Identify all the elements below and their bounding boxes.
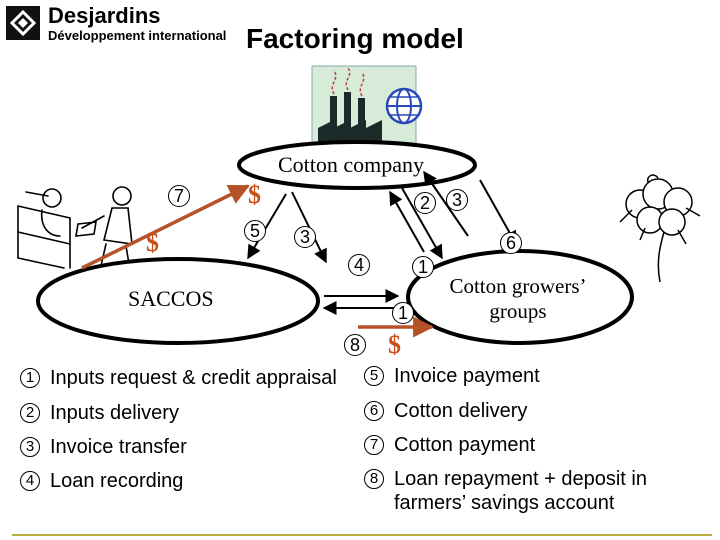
legend-item: 8 Loan repayment + deposit in farmers’ s…: [364, 467, 694, 515]
desjardins-logo-icon: [6, 6, 40, 40]
legend-item: 2 Inputs delivery: [20, 401, 350, 425]
company-label: Cotton company: [278, 152, 425, 177]
dollar-sign-saccos: $: [388, 330, 401, 359]
inputs-request-arrow: [389, 190, 425, 253]
step-marker: 4: [348, 254, 370, 276]
saccos-ellipse: [36, 257, 320, 345]
cotton-payment-arrow: [81, 184, 250, 270]
invoice-payment-arrow: [247, 193, 287, 260]
legend-item: 7 Cotton payment: [364, 433, 694, 457]
footer-accent-line: [12, 534, 712, 536]
page-title: Factoring model: [246, 23, 464, 54]
growers-ellipse: [406, 249, 634, 345]
legend-right: 5 Invoice payment 6 Cotton delivery 7 Co…: [364, 364, 694, 515]
step-marker: 8: [344, 334, 366, 356]
step-marker: 3: [294, 226, 316, 248]
step-marker: 2: [414, 192, 436, 214]
legend-item: 5 Invoice payment: [364, 364, 694, 388]
dollar-sign-teller: $: [146, 228, 159, 257]
step-marker: 1: [392, 302, 414, 324]
step-marker: 1: [412, 256, 434, 278]
company-ellipse: [237, 140, 477, 190]
legend-left: 1 Inputs request & credit appraisal 2 In…: [20, 366, 350, 493]
bank-teller-icon: [17, 186, 133, 271]
cotton-plant-icon: [619, 174, 701, 283]
legend-item: 1 Inputs request & credit appraisal: [20, 366, 350, 390]
inputs-delivery-arrow: [401, 187, 443, 260]
globe-icon: [385, 87, 423, 125]
saccos-label: SACCOS: [128, 286, 214, 311]
brand-name: Desjardins: [48, 3, 161, 28]
step-marker: 7: [168, 185, 190, 207]
step-marker: 6: [500, 232, 522, 254]
legend-item: 4 Loan recording: [20, 469, 350, 493]
legend-item: 3 Invoice transfer: [20, 435, 350, 459]
dollar-sign-company: $: [248, 180, 261, 209]
step-marker: 5: [244, 220, 266, 242]
growers-label: Cotton growers’ groups: [449, 274, 587, 323]
legend-item: 6 Cotton delivery: [364, 399, 694, 423]
brand-subtitle: Développement international: [48, 28, 227, 43]
step-marker: 3: [446, 189, 468, 211]
